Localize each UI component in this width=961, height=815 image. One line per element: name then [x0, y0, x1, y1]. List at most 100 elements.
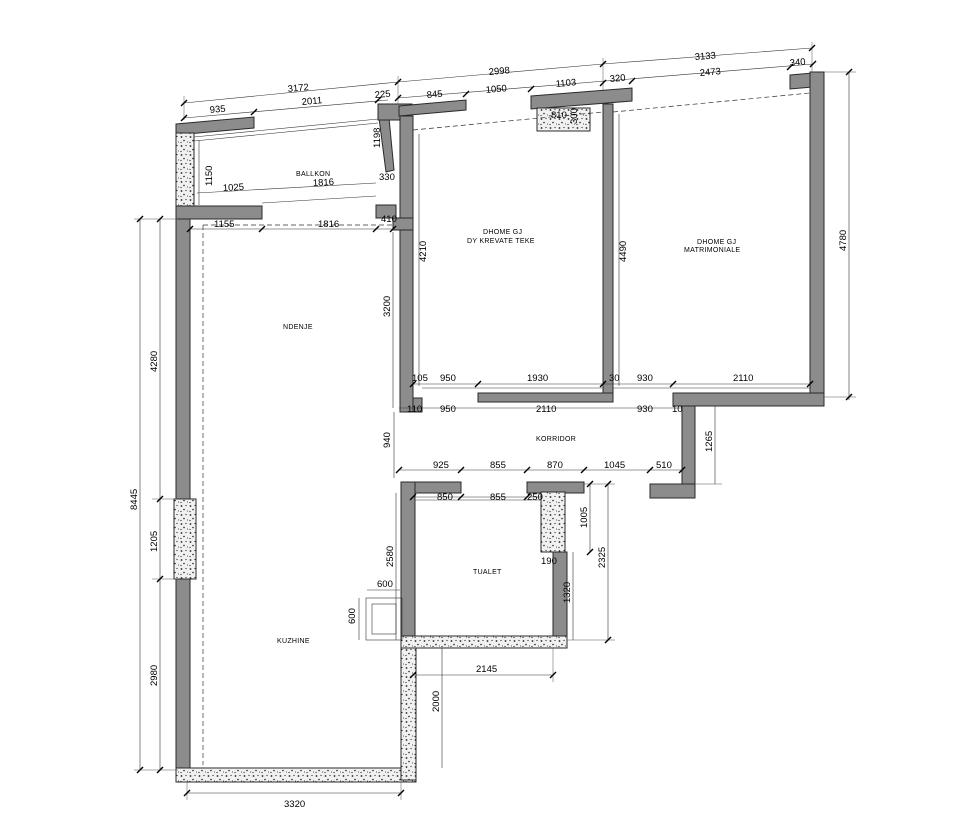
- dim-label: 225: [374, 89, 391, 101]
- dimension-tick: [604, 480, 612, 488]
- room-labels: BALLKON DHOME GJ DY KREVATE TEKE DHOME G…: [277, 171, 740, 645]
- dim-label: 3172: [287, 82, 309, 95]
- room-label-korridor: KORRIDOR: [536, 436, 576, 443]
- dim-label: 110: [407, 404, 422, 415]
- dimension-tick: [156, 575, 164, 583]
- living-right-wall-lower: [392, 217, 414, 231]
- dimension-tick: [156, 215, 164, 223]
- dim-label: 1050: [485, 83, 507, 96]
- room-label-bedroom1-line2: DY KREVATE TEKE: [467, 238, 535, 245]
- dimension-tick: [136, 215, 144, 223]
- dimension-tick: [845, 393, 853, 401]
- dim-label: 1198: [372, 128, 383, 148]
- bedroom1-top-wall-left: [398, 99, 467, 117]
- dimension-tick: [523, 466, 531, 474]
- balcony-floor-wall-right: [375, 204, 397, 219]
- toilet-left-wall: [400, 481, 416, 643]
- kitchen-right-wall: [400, 637, 417, 781]
- dim-label: 1025: [223, 182, 245, 194]
- dim-label: 3133: [694, 50, 716, 63]
- dim-label: 870: [547, 460, 563, 471]
- dim-label: 4280: [149, 351, 160, 372]
- dim-label: 935: [209, 104, 226, 116]
- room-label-tualet: TUALET: [473, 569, 502, 576]
- dimension-tick: [250, 108, 258, 116]
- dimension-tick: [786, 63, 794, 71]
- dim-label: 1155: [214, 219, 234, 230]
- dim-label: 810: [551, 110, 567, 121]
- dimension-tick: [258, 225, 266, 233]
- room-label-bedroom2-line2: MATRIMONIALE: [684, 247, 740, 254]
- bedroom2-bottom-wall-right: [672, 392, 825, 407]
- dim-label: 8445: [129, 489, 140, 510]
- dimension-tick: [599, 60, 607, 68]
- dimension-tick: [409, 671, 417, 679]
- dimension-tick: [599, 79, 607, 87]
- dim-label: 10: [672, 404, 683, 415]
- dim-label: 855: [490, 492, 506, 503]
- dimension-tick: [669, 380, 677, 388]
- toilet-shaft: [540, 491, 566, 553]
- dim-label: 1045: [604, 460, 625, 471]
- dim-label: 2325: [597, 547, 608, 568]
- dimension-tick: [628, 77, 636, 85]
- dimension-tick: [599, 380, 607, 388]
- dim-label: 250: [527, 492, 543, 503]
- dimension-tick: [183, 789, 191, 797]
- dimension-tick: [845, 68, 853, 76]
- dim-label: 2980: [149, 665, 160, 686]
- dimension-tick: [474, 380, 482, 388]
- dim-label: 930: [637, 373, 653, 384]
- bedroom1-bottom-stub: [412, 397, 423, 413]
- chimney-block: [536, 107, 591, 132]
- bedroom1-left-wall: [399, 115, 414, 413]
- dimension-tick: [457, 466, 465, 474]
- dimension-tick: [808, 44, 816, 52]
- bedroom-top-wall-mid: [530, 87, 633, 110]
- dim-label: 600: [377, 579, 393, 590]
- dim-label: 190: [541, 556, 557, 567]
- living-left-wall-top: [175, 218, 191, 500]
- dimension-tick: [394, 94, 402, 102]
- interior-lines: [193, 92, 811, 765]
- dimension-tick: [586, 548, 594, 556]
- dim-label: 2110: [733, 373, 753, 384]
- bedroom1-bottom-wall: [477, 392, 614, 403]
- dimension-tick: [806, 380, 814, 388]
- dimension-tick: [180, 114, 188, 122]
- dim-label: 4780: [838, 230, 849, 251]
- dim-label: 2145: [476, 664, 497, 675]
- dimension-tick: [549, 671, 557, 679]
- dimension-tick: [374, 96, 382, 104]
- dim-label: 1320: [562, 582, 573, 603]
- balcony-top-wall-left: [175, 116, 255, 136]
- dimension-tick: [156, 766, 164, 774]
- dim-label: 1205: [149, 531, 160, 552]
- dim-label: 950: [440, 373, 456, 384]
- dimension-tick: [580, 466, 588, 474]
- dimension-tick: [180, 99, 188, 107]
- dim-label: 3320: [284, 799, 305, 810]
- dim-label: 855: [490, 460, 506, 471]
- dim-label: 4490: [618, 241, 629, 262]
- dim-label: 1816: [318, 219, 339, 230]
- dim-label: 105: [412, 373, 428, 384]
- corridor-bottom-right-wall: [649, 483, 696, 499]
- dim-label: 2011: [301, 95, 322, 108]
- dim-label: 410: [381, 214, 397, 225]
- dimension-tick: [523, 493, 531, 501]
- dimension-lines: [134, 42, 856, 800]
- dim-label: 600: [347, 608, 358, 624]
- walls: [173, 71, 825, 783]
- dim-label: 940: [382, 432, 393, 448]
- dimension-tick: [397, 789, 405, 797]
- room-label-ballkon: BALLKON: [296, 171, 330, 178]
- dimension-tick: [678, 466, 686, 474]
- dim-label: 320: [609, 73, 626, 85]
- dimension-tick: [372, 225, 380, 233]
- dim-label: 330: [379, 172, 395, 183]
- dimension-tick: [186, 225, 194, 233]
- dim-label: 1005: [579, 507, 590, 528]
- dim-label: 510: [656, 460, 672, 471]
- dim-label: 850: [437, 492, 453, 503]
